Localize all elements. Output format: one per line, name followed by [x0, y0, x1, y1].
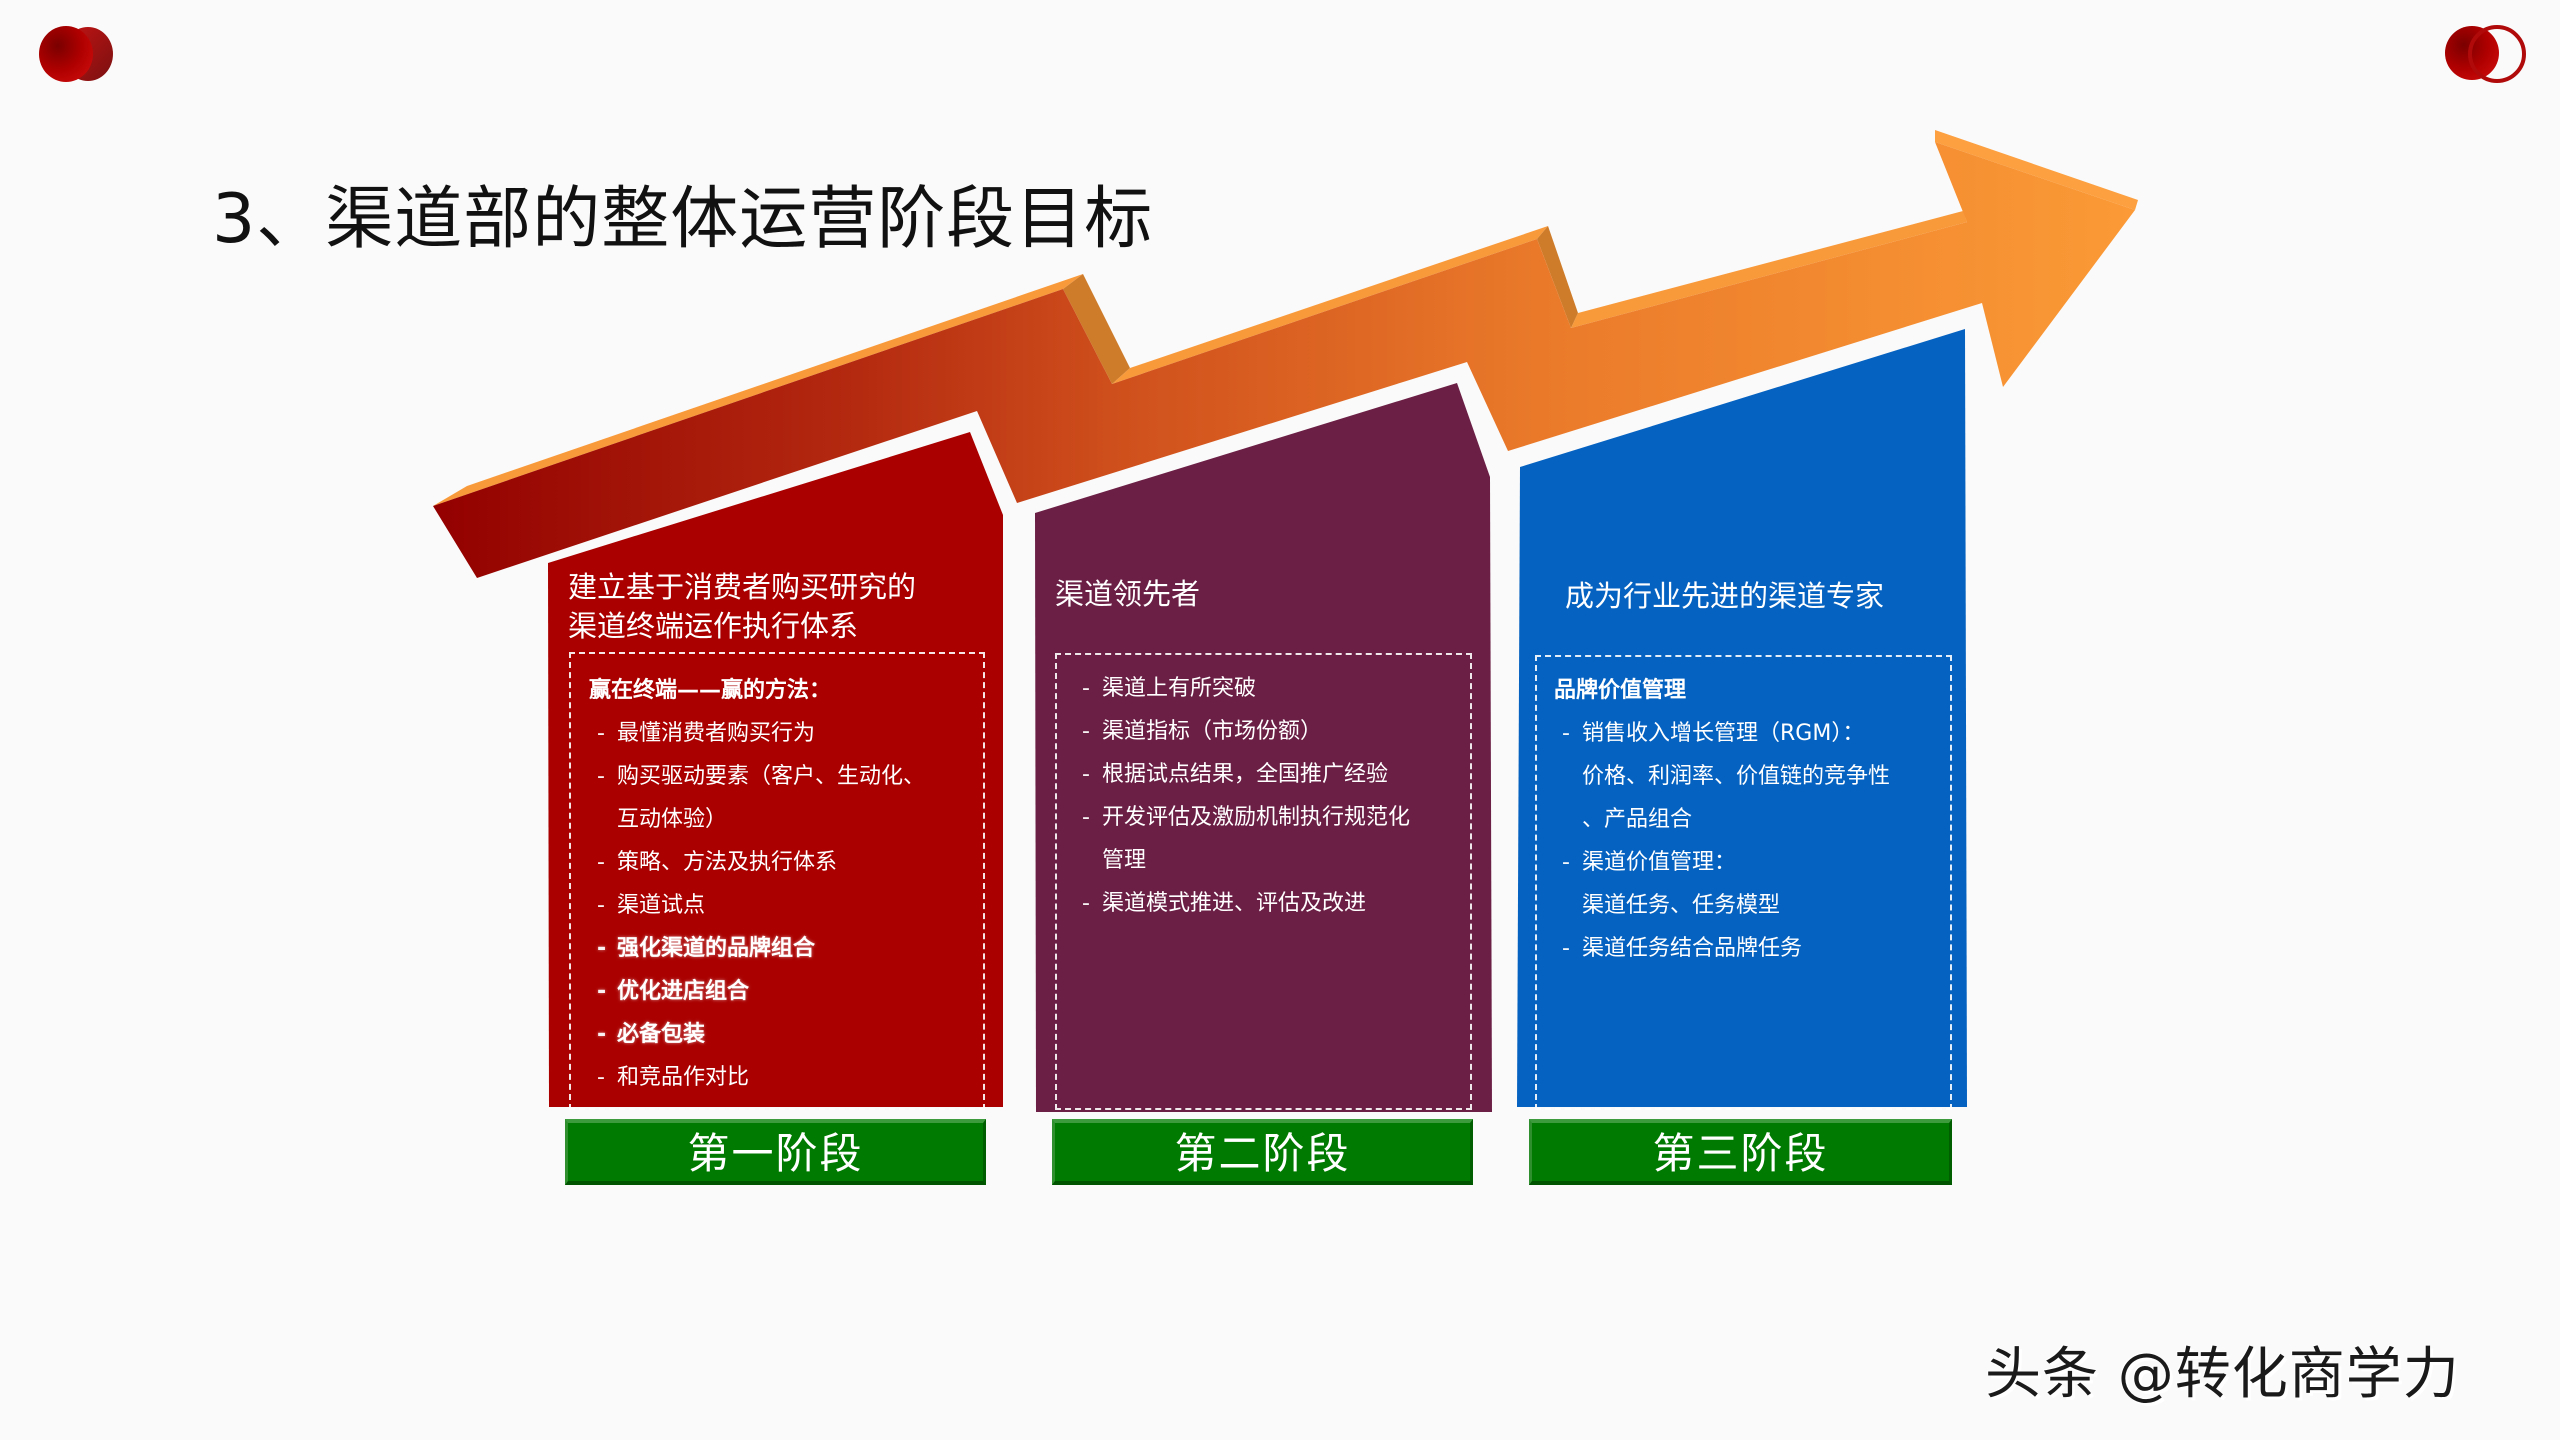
- stage3-list: 品牌价值管理 -销售收入增长管理（RGM）： 价格、利润率、价值链的竞争性 、产…: [1554, 669, 1891, 970]
- bullet-dash-icon: -: [597, 1065, 605, 1090]
- stage1-heading: 赢在终端——赢的方法：: [589, 678, 832, 703]
- bullet-dash-icon: -: [1082, 719, 1090, 744]
- stage2-list: -渠道上有所突破 -渠道指标（市场份额） -根据试点结果，全国推广经验 -开发评…: [1082, 667, 1410, 925]
- bullet-dash-icon: -: [1082, 762, 1090, 787]
- watermark: 头条 @转化商学力: [1985, 1342, 2460, 1407]
- stage2-content-box: [1055, 653, 1472, 1110]
- stage2-title-line1: 渠道领先者: [1055, 577, 1201, 611]
- bullet-dash-icon: -: [1082, 805, 1090, 830]
- list-item: -渠道模式推进、评估及改进: [1082, 882, 1410, 925]
- bullet-dash-icon: -: [597, 979, 607, 1004]
- stage3-card-bg: [1517, 329, 1967, 1107]
- bullet-dash-icon: -: [597, 893, 605, 918]
- list-item-continuation: 、产品组合: [1582, 807, 1693, 832]
- list-item-continuation: 价格、利润率、价值链的竞争性: [1582, 764, 1891, 789]
- stage2-card-bg: [1035, 383, 1492, 1112]
- stage1-label-button[interactable]: 第一阶段: [565, 1119, 986, 1185]
- list-item: -根据试点结果，全国推广经验: [1082, 753, 1410, 796]
- bullet-dash-icon: -: [1082, 676, 1090, 701]
- stage1-card-bg: [548, 432, 1003, 1107]
- list-item: -渠道试点: [597, 884, 925, 927]
- stage1-title-line1: 建立基于消费者购买研究的: [568, 570, 917, 604]
- bullet-dash-icon: -: [597, 1022, 607, 1047]
- stage3-title: 成为行业先进的渠道专家: [1565, 577, 1884, 616]
- red-double-circle-icon: [39, 26, 113, 82]
- bullet-dash-icon: -: [597, 936, 607, 961]
- stage1-title: 建立基于消费者购买研究的 渠道终端运作执行体系: [568, 568, 916, 646]
- stage3-content-box: [1535, 655, 1952, 1110]
- stage1-list: 赢在终端——赢的方法： -最懂消费者购买行为 -购买驱动要素（客户、生动化、 互…: [589, 669, 925, 1099]
- list-item: -销售收入增长管理（RGM）：: [1562, 712, 1890, 755]
- bullet-dash-icon: -: [597, 721, 605, 746]
- page-title: 3、渠道部的整体运营阶段目标: [212, 180, 1154, 259]
- bullet-dash-icon: -: [597, 764, 605, 789]
- list-item: -和竞品作对比: [597, 1056, 925, 1099]
- stage3-title-line1: 成为行业先进的渠道专家: [1565, 579, 1885, 613]
- list-item-continuation: 互动体验）: [617, 807, 728, 832]
- list-item: -渠道任务结合品牌任务: [1562, 927, 1890, 970]
- bullet-dash-icon: -: [1562, 721, 1570, 746]
- stage1-title-line2: 渠道终端运作执行体系: [568, 609, 859, 643]
- bullet-dash-icon: -: [1082, 891, 1090, 916]
- list-item: -渠道指标（市场份额）: [1082, 710, 1410, 753]
- list-item-continuation: 管理: [1102, 848, 1147, 873]
- list-item-emphasis: -优化进店组合: [597, 970, 925, 1013]
- list-item: -最懂消费者购买行为: [597, 712, 925, 755]
- bullet-dash-icon: -: [1562, 936, 1570, 961]
- bullet-dash-icon: -: [1562, 850, 1570, 875]
- list-item: -策略、方法及执行体系: [597, 841, 925, 884]
- stage3-heading: 品牌价值管理: [1554, 678, 1687, 703]
- growth-arrow-icon: [433, 130, 2138, 578]
- list-item: -渠道价值管理：: [1562, 841, 1890, 884]
- stage3-label-button[interactable]: 第三阶段: [1529, 1119, 1952, 1185]
- list-item-emphasis: -必备包装: [597, 1013, 925, 1056]
- stage2-label-button[interactable]: 第二阶段: [1052, 1119, 1473, 1185]
- stage2-title: 渠道领先者: [1055, 575, 1200, 614]
- red-circle-ring-icon: [2445, 25, 2526, 83]
- list-item: -开发评估及激励机制执行规范化: [1082, 796, 1410, 839]
- list-item: -渠道上有所突破: [1082, 667, 1410, 710]
- list-item: -购买驱动要素（客户、生动化、: [597, 755, 925, 798]
- stage1-content-box: [569, 652, 985, 1110]
- bullet-dash-icon: -: [597, 850, 605, 875]
- list-item-continuation: 渠道任务、任务模型: [1582, 893, 1781, 918]
- list-item-emphasis: -强化渠道的品牌组合: [597, 927, 925, 970]
